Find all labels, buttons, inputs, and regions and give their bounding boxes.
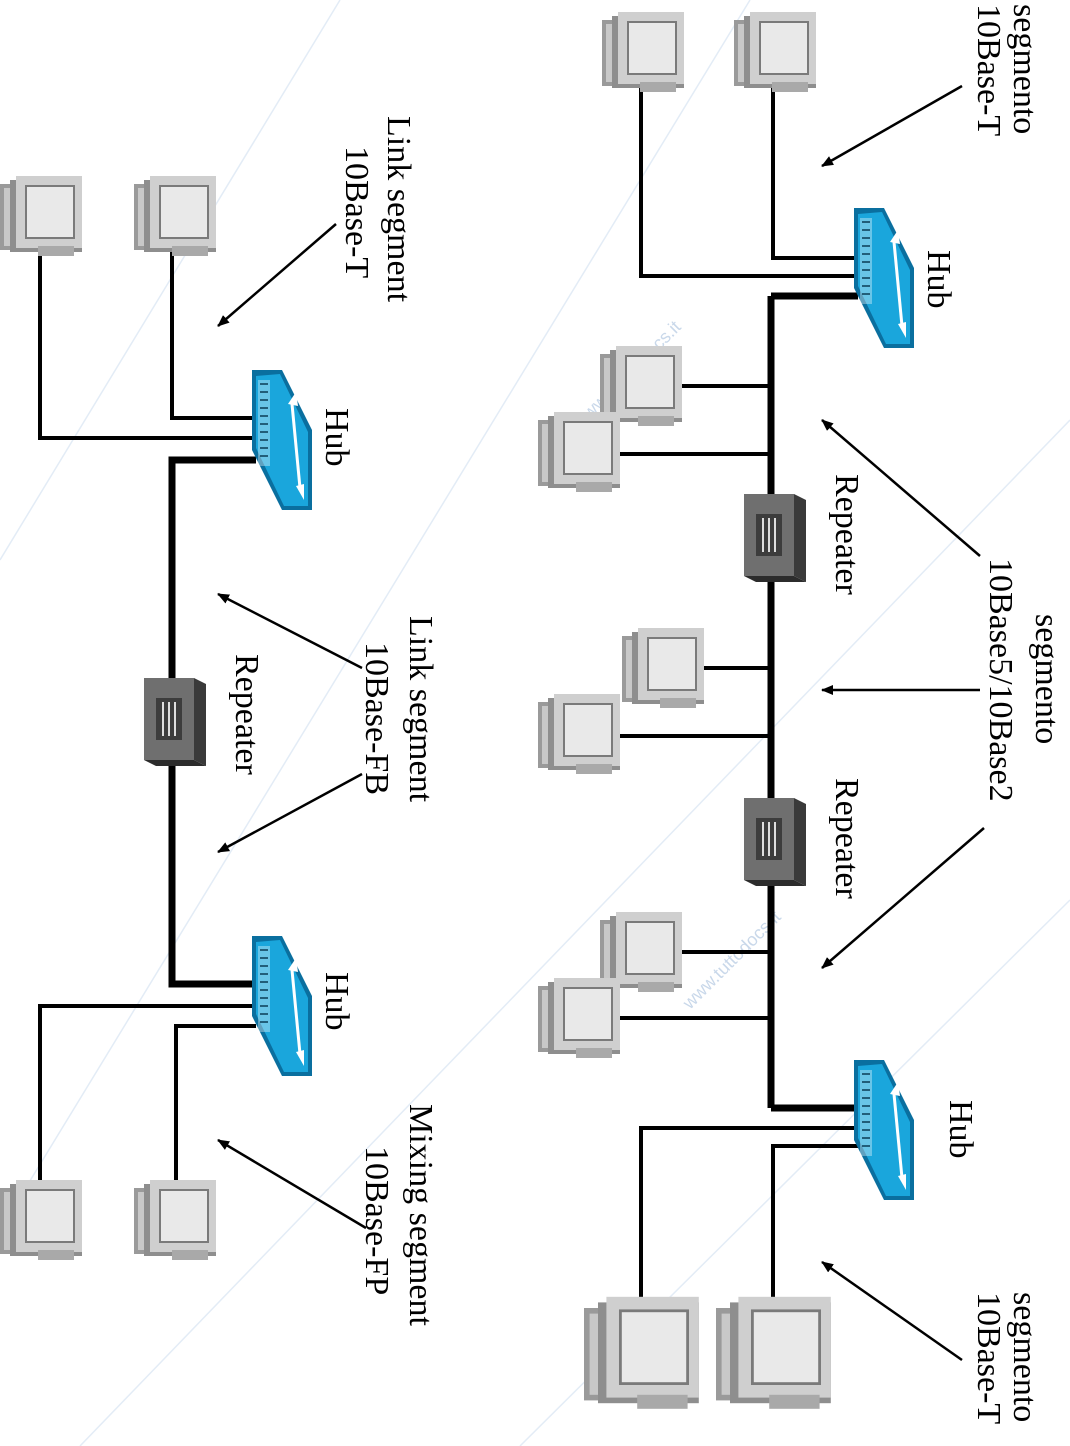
segment-label: 10Base-T bbox=[338, 146, 375, 278]
pointer-arrow bbox=[217, 772, 363, 854]
pc-drop-cable bbox=[38, 1004, 256, 1190]
segment-label: 10Base5/10Base2 bbox=[982, 558, 1019, 802]
segment-label: 10Base-T bbox=[970, 4, 1007, 136]
repeater-icon bbox=[743, 493, 807, 583]
segment-label: segmento bbox=[1006, 1292, 1043, 1422]
segment-label: 10Base-FP bbox=[358, 1146, 395, 1295]
hub-label: Hub bbox=[920, 250, 957, 309]
computer-icon bbox=[537, 693, 621, 775]
pc-drop-cable bbox=[174, 1024, 256, 1190]
segment-label: Link segment bbox=[402, 616, 439, 803]
pc-drop-cable bbox=[771, 86, 858, 260]
computer-icon bbox=[133, 1179, 217, 1261]
computer-icon bbox=[601, 11, 685, 93]
computer-icon bbox=[714, 1295, 833, 1411]
hub-label: Hub bbox=[942, 1100, 979, 1159]
hub-icon bbox=[250, 368, 314, 512]
pointer-arrow bbox=[821, 1260, 963, 1362]
repeater-icon bbox=[743, 797, 807, 887]
computer-icon bbox=[733, 11, 817, 93]
computer-icon bbox=[621, 627, 705, 709]
pc-drop-cable bbox=[639, 1126, 858, 1305]
pc-drop-cable bbox=[771, 1144, 858, 1305]
pointer-arrow bbox=[217, 1138, 367, 1230]
pointer-arrow bbox=[821, 84, 963, 168]
computer-icon bbox=[537, 411, 621, 493]
segment-label: Mixing segment bbox=[402, 1104, 439, 1326]
segment-label: Link segment bbox=[380, 116, 417, 303]
pc-drop-cable bbox=[38, 250, 256, 440]
computer-icon bbox=[0, 1179, 83, 1261]
repeater-icon bbox=[143, 677, 207, 767]
repeater-label: Repeater bbox=[828, 778, 865, 899]
computer-icon bbox=[582, 1295, 701, 1411]
repeater-label: Repeater bbox=[228, 654, 265, 775]
hub-icon bbox=[852, 206, 916, 350]
pointer-arrow bbox=[217, 592, 363, 670]
pointer-arrow bbox=[217, 223, 337, 327]
computer-icon bbox=[537, 977, 621, 1059]
hub-icon bbox=[852, 1058, 916, 1202]
segment-label: 10Base-FB bbox=[358, 642, 395, 795]
pc-drop-cable bbox=[170, 250, 256, 420]
hub-label: Hub bbox=[318, 408, 355, 467]
pc-drop-cable bbox=[639, 86, 858, 278]
repeater-label: Repeater bbox=[828, 474, 865, 595]
segment-label: segmento bbox=[1028, 614, 1065, 744]
segment-label: 10Base-T bbox=[970, 1292, 1007, 1424]
hub-label: Hub bbox=[318, 972, 355, 1031]
pointer-arrow bbox=[821, 419, 981, 557]
computer-icon bbox=[0, 175, 83, 257]
pointer-arrow bbox=[821, 827, 985, 969]
computer-icon bbox=[133, 175, 217, 257]
segment-label: segmento bbox=[1006, 4, 1043, 134]
hub-icon bbox=[250, 934, 314, 1078]
